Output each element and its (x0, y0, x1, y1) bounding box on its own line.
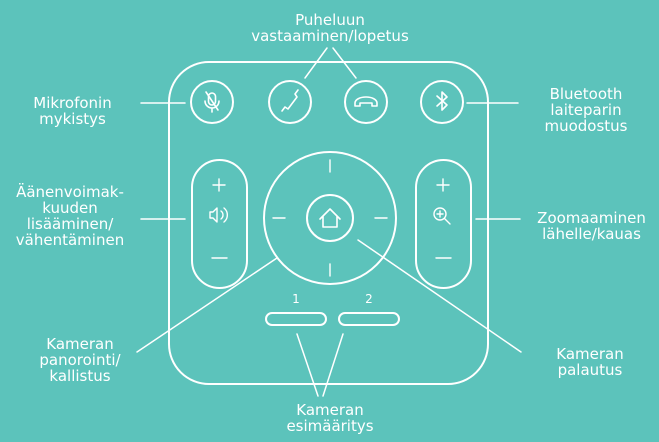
bluetooth-label: Bluetooth laiteparin muodostus (544, 85, 628, 135)
volume-control[interactable] (191, 159, 248, 289)
callout-lines (136, 47, 522, 397)
pan-tilt-label: Kameran panorointi/ kallistus (39, 335, 121, 385)
preset-2-button[interactable] (338, 312, 400, 326)
phone-hangup-icon (354, 96, 378, 107)
answer-end-call-label: Puheluun vastaaminen/lopetus (251, 11, 409, 45)
phone-answer-icon (281, 89, 299, 112)
answer-call-button[interactable] (268, 80, 312, 124)
bluetooth-button[interactable] (420, 80, 464, 124)
plus-icon (436, 178, 450, 192)
preset-1-button[interactable] (265, 312, 327, 326)
speaker-icon (209, 207, 228, 223)
home-label: Kameran palautus (556, 345, 624, 379)
zoom-label: Zoomaaminen lähelle/kauas (537, 209, 646, 243)
plus-icon (212, 178, 226, 192)
home-icon (319, 208, 341, 228)
mic-mute-icon (204, 91, 220, 113)
preset-number-1: 1 (292, 292, 300, 306)
home-button[interactable] (306, 194, 354, 242)
volume-label: Äänenvoimak- kuuden lisääminen/ vähentäm… (15, 183, 125, 249)
preset-number-2: 2 (365, 292, 373, 306)
zoom-in-icon (433, 207, 451, 225)
remote-body (168, 61, 489, 385)
mute-label: Mikrofonin mykistys (33, 94, 112, 128)
mute-button[interactable] (190, 80, 234, 124)
pan-tilt-pad[interactable] (263, 151, 397, 285)
zoom-control[interactable] (415, 159, 472, 289)
presets-label: Kameran esimääritys (286, 401, 374, 435)
end-call-button[interactable] (344, 80, 388, 124)
bluetooth-icon (436, 91, 448, 111)
